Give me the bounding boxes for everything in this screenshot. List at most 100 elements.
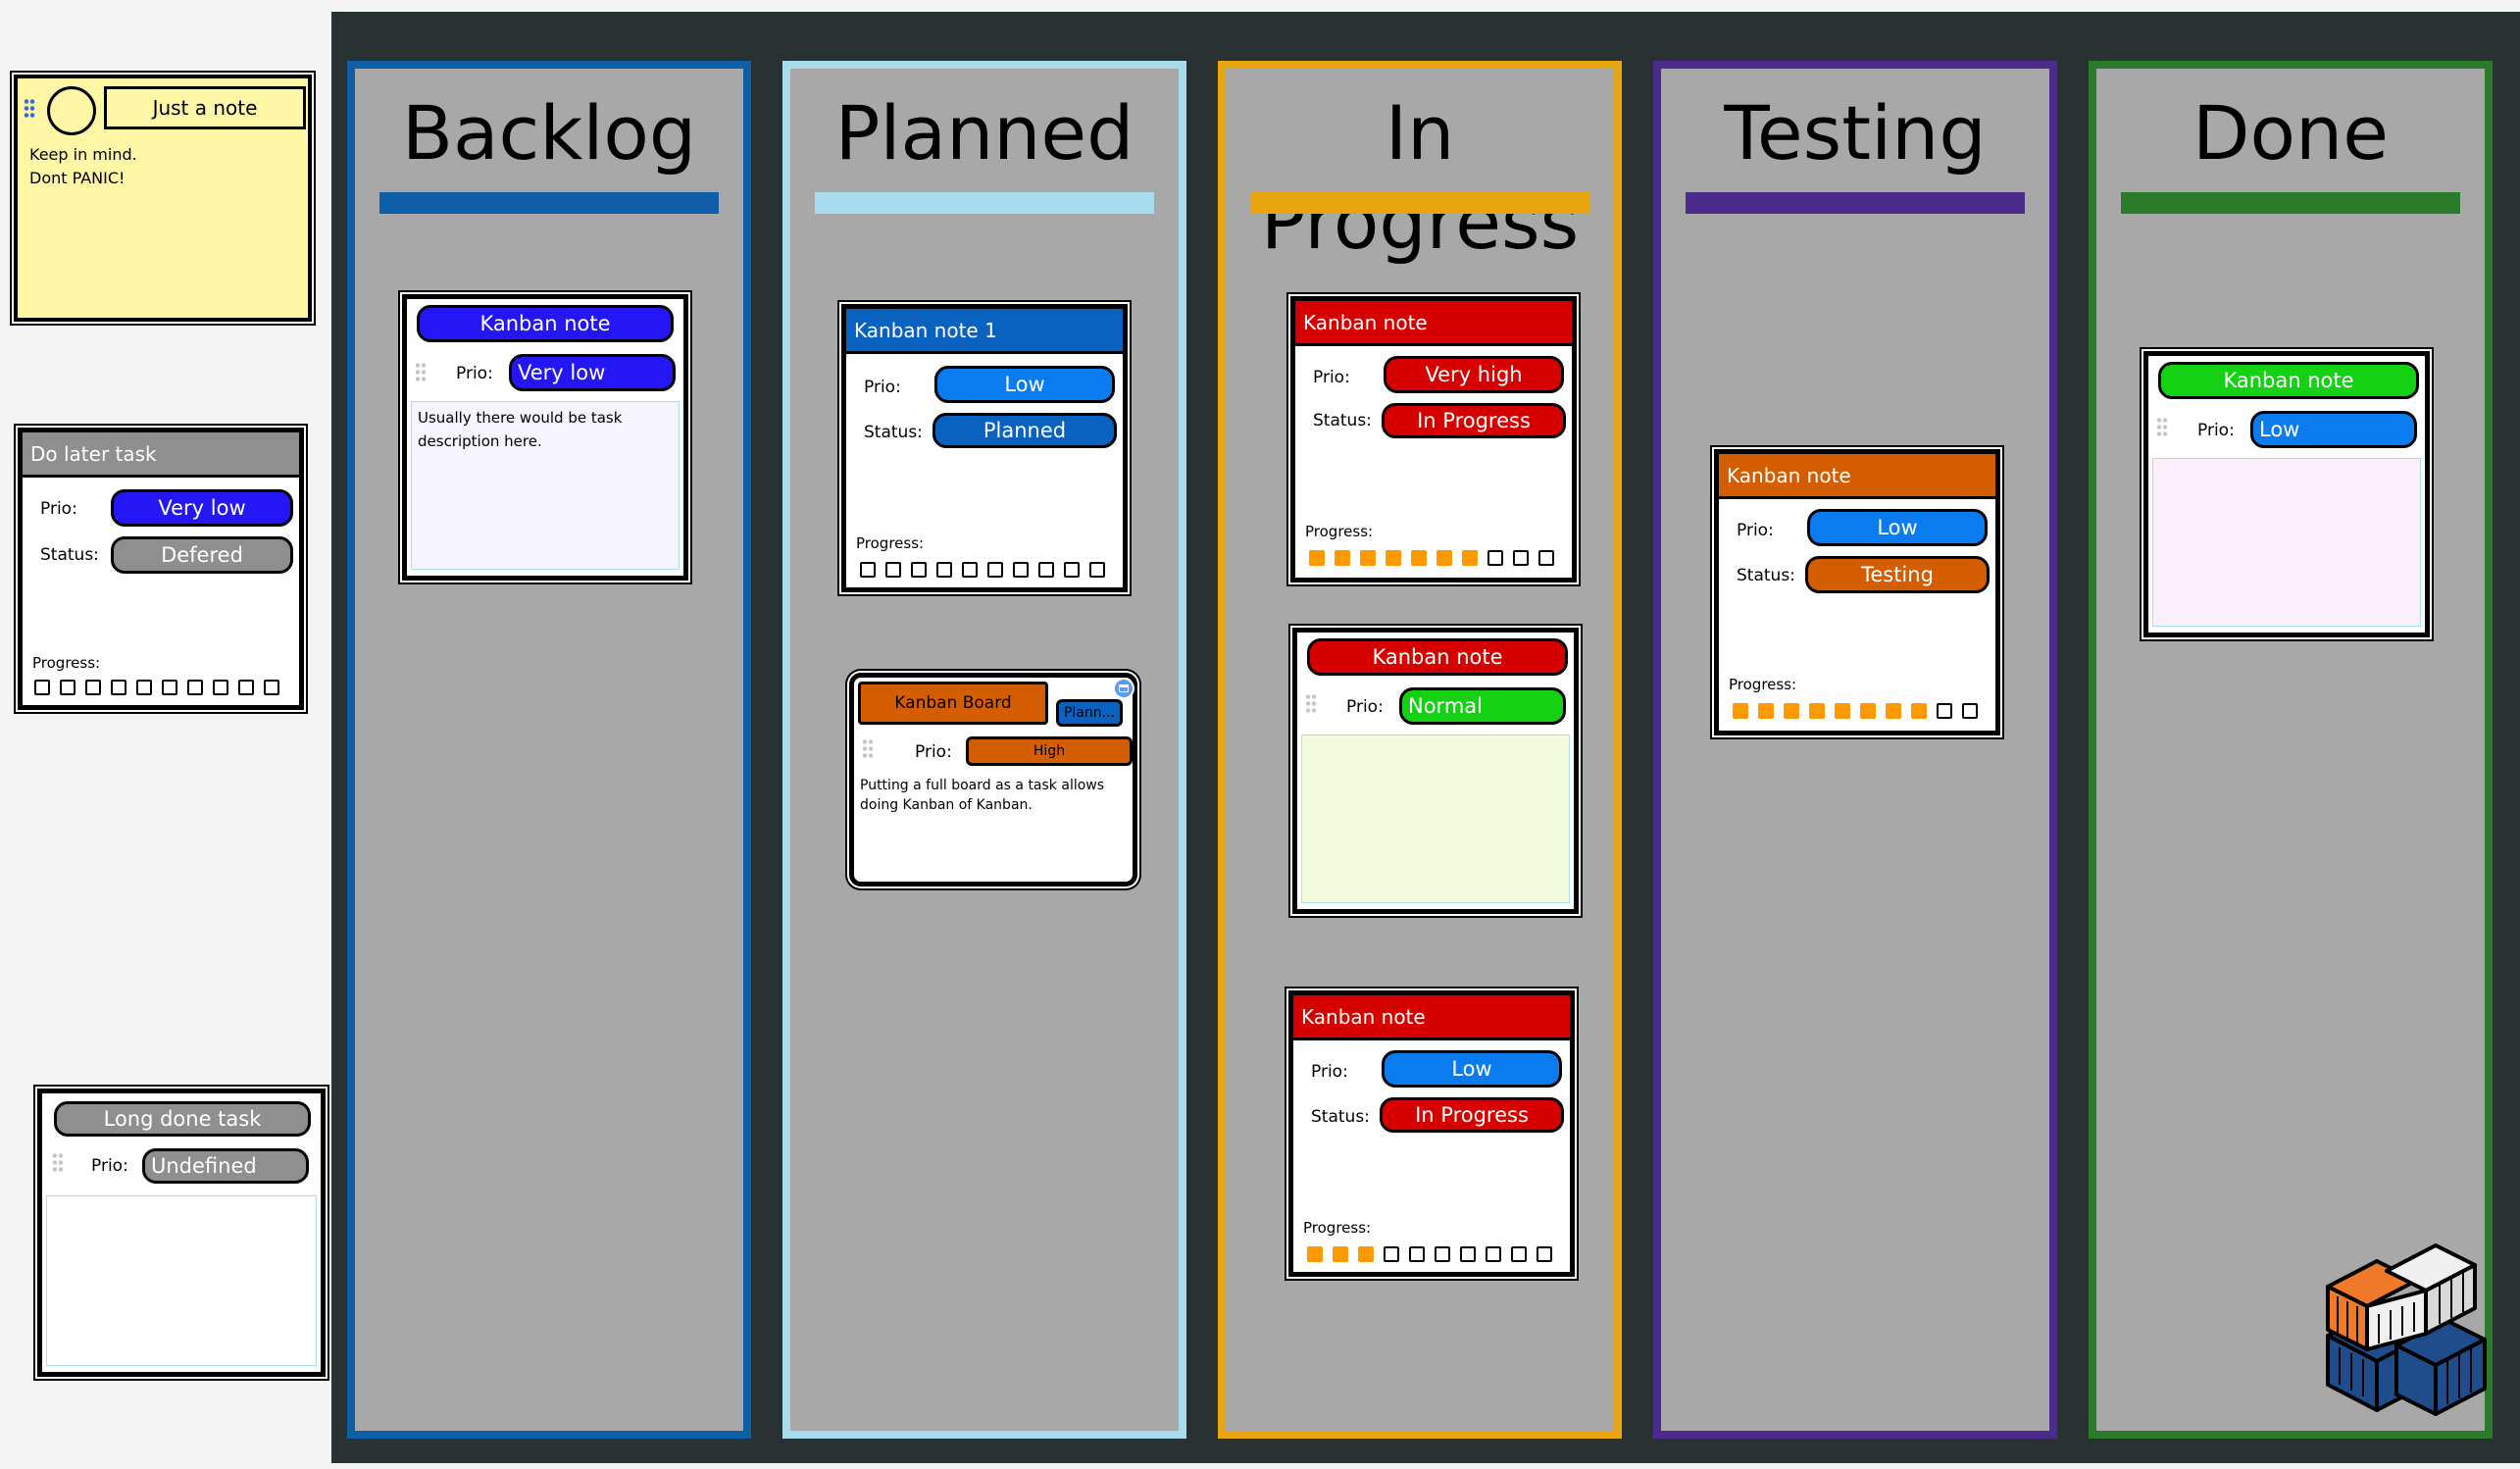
status-badge[interactable]: Plann... xyxy=(1056,699,1123,727)
progress-step[interactable] xyxy=(111,680,126,695)
progress-step[interactable] xyxy=(1038,562,1054,578)
card-description[interactable]: Putting a full board as a task allows do… xyxy=(860,778,1105,813)
prio-badge[interactable]: High xyxy=(966,736,1133,766)
progress-step[interactable] xyxy=(1758,703,1774,719)
progress-step[interactable] xyxy=(1513,550,1529,566)
drag-handle-icon[interactable] xyxy=(24,98,35,120)
progress-step[interactable] xyxy=(885,562,901,578)
card-done-note[interactable]: Kanban note Prio: Low xyxy=(2143,351,2430,637)
card-in-progress-note-a[interactable]: Kanban note Prio: Very high Status: In P… xyxy=(1290,296,1577,583)
progress-step[interactable] xyxy=(1538,550,1554,566)
prio-badge[interactable]: Very low xyxy=(509,354,676,391)
progress-step[interactable] xyxy=(1937,703,1952,719)
progress-step[interactable] xyxy=(1462,550,1478,566)
card-backlog-note[interactable]: Kanban note Prio: Very low Usually there… xyxy=(402,294,688,581)
progress-step[interactable] xyxy=(1511,1246,1527,1262)
card-title[interactable]: Kanban note xyxy=(1719,454,1995,499)
progress-step[interactable] xyxy=(987,562,1003,578)
status-badge[interactable]: Planned xyxy=(932,413,1117,448)
progress-step[interactable] xyxy=(1013,562,1029,578)
card-title[interactable]: Kanban note xyxy=(1295,301,1572,346)
progress-step[interactable] xyxy=(1487,550,1503,566)
progress-bar[interactable] xyxy=(860,562,1105,578)
progress-step[interactable] xyxy=(238,680,254,695)
progress-step[interactable] xyxy=(1835,703,1850,719)
progress-step[interactable] xyxy=(1309,550,1325,566)
prio-badge[interactable]: Low xyxy=(934,366,1115,403)
progress-step[interactable] xyxy=(1886,703,1901,719)
progress-step[interactable] xyxy=(136,680,152,695)
progress-step[interactable] xyxy=(1064,562,1080,578)
card-description[interactable] xyxy=(1301,734,1570,903)
calendar-icon[interactable] xyxy=(1113,678,1134,699)
progress-step[interactable] xyxy=(1307,1246,1323,1262)
prio-badge[interactable]: Low xyxy=(1382,1050,1562,1088)
drag-handle-icon[interactable] xyxy=(415,362,427,383)
progress-step[interactable] xyxy=(1384,1246,1399,1262)
progress-step[interactable] xyxy=(1411,550,1427,566)
card-description[interactable]: Usually there would be task description … xyxy=(411,401,680,570)
progress-step[interactable] xyxy=(911,562,927,578)
prio-badge[interactable]: Low xyxy=(1807,509,1988,546)
card-testing-note[interactable]: Kanban note Prio: Low Status: Testing Pr… xyxy=(1714,449,2000,735)
drag-handle-icon[interactable] xyxy=(2156,417,2168,438)
progress-step[interactable] xyxy=(1911,703,1927,719)
progress-step[interactable] xyxy=(1784,703,1799,719)
progress-step[interactable] xyxy=(60,680,76,695)
status-badge[interactable]: In Progress xyxy=(1380,1097,1564,1133)
prio-badge[interactable]: Low xyxy=(2250,411,2417,448)
progress-bar[interactable] xyxy=(34,680,279,695)
progress-step[interactable] xyxy=(213,680,228,695)
task-description[interactable] xyxy=(46,1195,317,1366)
drag-handle-icon[interactable] xyxy=(1305,693,1317,715)
prio-badge[interactable]: Very low xyxy=(111,489,293,527)
progress-step[interactable] xyxy=(162,680,177,695)
progress-step[interactable] xyxy=(1809,703,1825,719)
progress-step[interactable] xyxy=(187,680,203,695)
progress-step[interactable] xyxy=(1333,1246,1348,1262)
progress-step[interactable] xyxy=(1962,703,1978,719)
progress-step[interactable] xyxy=(1537,1246,1552,1262)
progress-step[interactable] xyxy=(1435,1246,1450,1262)
sticky-title[interactable]: Just a note xyxy=(104,86,306,129)
prio-badge[interactable]: Undefined xyxy=(142,1148,309,1184)
progress-bar[interactable] xyxy=(1309,550,1554,566)
progress-step[interactable] xyxy=(1860,703,1876,719)
status-badge[interactable]: In Progress xyxy=(1382,403,1566,438)
card-title[interactable]: Kanban note xyxy=(417,305,674,342)
progress-step[interactable] xyxy=(1409,1246,1425,1262)
task-title[interactable]: Long done task xyxy=(54,1101,311,1137)
progress-step[interactable] xyxy=(962,562,978,578)
progress-step[interactable] xyxy=(936,562,952,578)
task-card-long-done[interactable]: Long done task Prio: Undefined xyxy=(37,1089,326,1377)
card-in-progress-note-b[interactable]: Kanban note Prio: Normal xyxy=(1292,628,1579,914)
card-title[interactable]: Kanban note 1 xyxy=(846,309,1123,354)
progress-step[interactable] xyxy=(1486,1246,1501,1262)
status-badge[interactable]: Testing xyxy=(1805,556,1990,593)
progress-step[interactable] xyxy=(1436,550,1452,566)
drag-handle-icon[interactable] xyxy=(862,738,874,760)
status-badge[interactable]: Defered xyxy=(111,536,293,574)
card-title[interactable]: Kanban note xyxy=(2158,362,2419,399)
progress-step[interactable] xyxy=(264,680,279,695)
task-card-do-later[interactable]: Do later task Prio: Very low Status: Def… xyxy=(18,428,304,710)
progress-step[interactable] xyxy=(1358,1246,1374,1262)
task-title[interactable]: Do later task xyxy=(23,432,299,478)
card-title[interactable]: Kanban Board xyxy=(858,682,1048,725)
card-kanban-note-1[interactable]: Kanban note 1 Prio: Low Status: Planned … xyxy=(841,304,1128,592)
sticky-note[interactable]: Just a note Keep in mind. Dont PANIC! xyxy=(14,75,312,322)
card-kanban-board[interactable]: Kanban Board Plann... Prio: High Putting… xyxy=(849,673,1137,886)
progress-step[interactable] xyxy=(1733,703,1748,719)
prio-badge[interactable]: Normal xyxy=(1399,687,1566,725)
progress-step[interactable] xyxy=(860,562,876,578)
progress-step[interactable] xyxy=(1335,550,1350,566)
progress-step[interactable] xyxy=(1460,1246,1476,1262)
prio-badge[interactable]: Very high xyxy=(1384,356,1564,393)
progress-bar[interactable] xyxy=(1733,703,1978,719)
card-description[interactable] xyxy=(2152,458,2421,627)
progress-step[interactable] xyxy=(34,680,50,695)
drag-handle-icon[interactable] xyxy=(52,1152,64,1174)
progress-step[interactable] xyxy=(1386,550,1401,566)
progress-step[interactable] xyxy=(85,680,101,695)
card-title[interactable]: Kanban note xyxy=(1293,995,1570,1040)
